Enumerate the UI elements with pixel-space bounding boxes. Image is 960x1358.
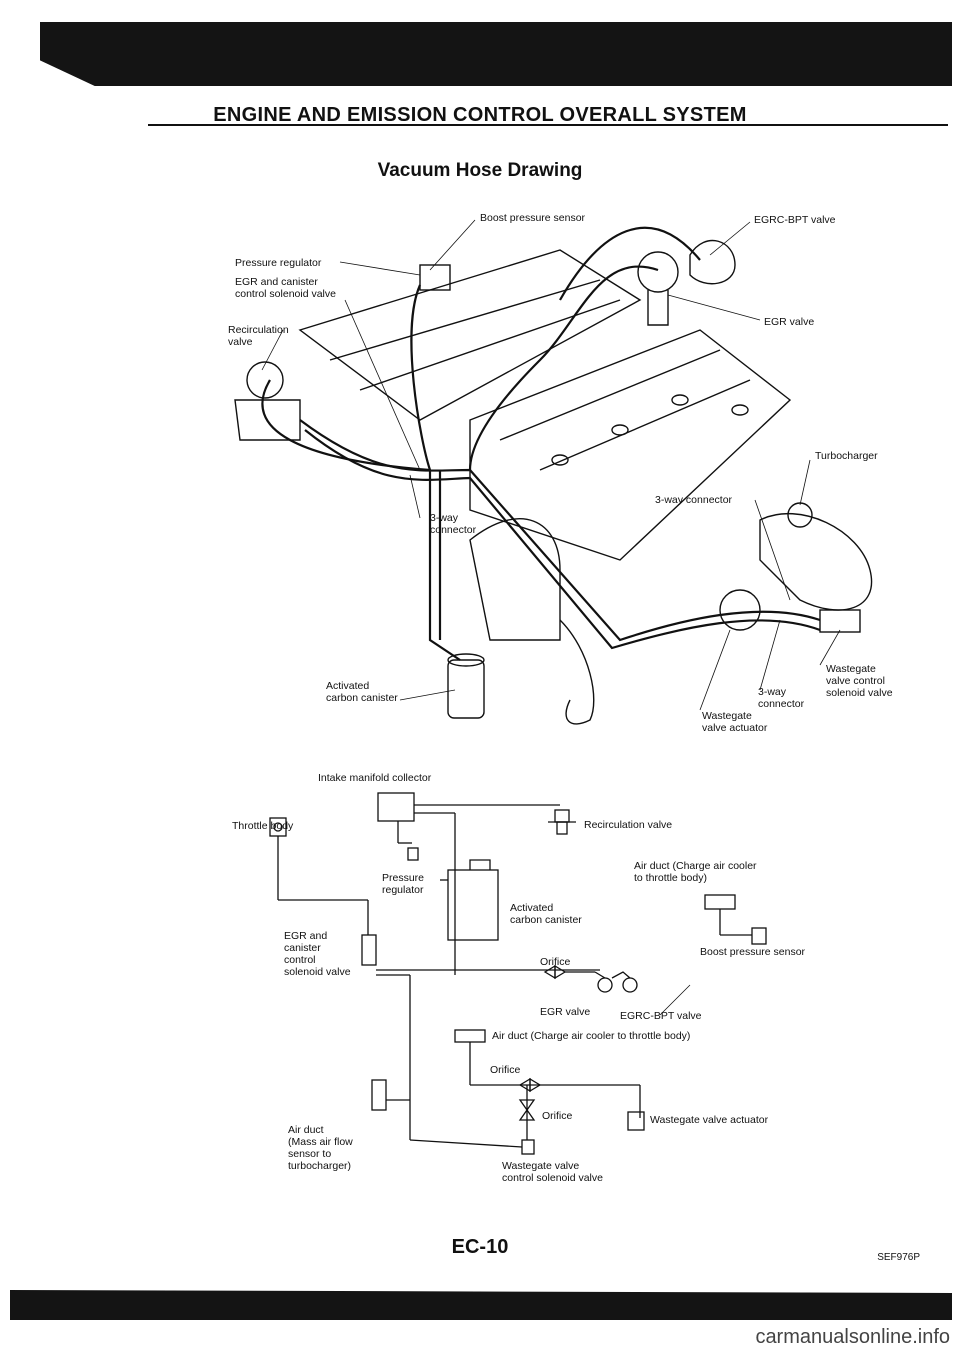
label-sch-recirculation-valve: Recirculation valve xyxy=(584,819,673,831)
label-sch-wastegate-solenoid: Wastegate valve control solenoid valve xyxy=(502,1160,603,1184)
label-intake-manifold-collector: Intake manifold collector xyxy=(318,772,432,784)
label-egr-canister-solenoid: EGR and canister control solenoid valve xyxy=(235,276,336,300)
label-3way-connector-center: 3-way connector xyxy=(430,512,477,536)
label-air-duct-charge-top: Air duct (Charge air cooler to throttle … xyxy=(634,860,757,884)
label-sch-egr-canister-solenoid: EGR and canister control solenoid valve xyxy=(284,930,351,978)
label-sch-boost-pressure-sensor: Boost pressure sensor xyxy=(700,946,806,958)
section-title: ENGINE AND EMISSION CONTROL OVERALL SYST… xyxy=(213,104,747,126)
label-activated-carbon-canister: Activated carbon canister xyxy=(326,680,398,704)
page-number: EC-10 xyxy=(451,1236,509,1258)
header-bar xyxy=(40,22,952,86)
label-air-duct-charge-mid: Air duct (Charge air cooler to throttle … xyxy=(492,1030,691,1042)
watermark: carmanualsonline.info xyxy=(755,1326,950,1348)
title-rule xyxy=(148,124,948,126)
label-boost-pressure-sensor: Boost pressure sensor xyxy=(480,212,586,224)
label-air-duct-mass: Air duct (Mass air flow sensor to turboc… xyxy=(288,1124,353,1172)
drawing-title: Vacuum Hose Drawing xyxy=(377,160,583,181)
label-orifice-2: Orifice xyxy=(490,1064,521,1076)
label-orifice-1: Orifice xyxy=(540,956,571,968)
label-sch-egr-valve: EGR valve xyxy=(540,1006,591,1018)
label-sch-activated-carbon-canister: Activated carbon canister xyxy=(510,902,582,926)
label-orifice-3: Orifice xyxy=(542,1110,573,1122)
label-wastegate-actuator: Wastegate valve actuator xyxy=(702,710,768,734)
label-turbocharger: Turbocharger xyxy=(815,450,878,462)
label-egrc-bpt-valve: EGRC-BPT valve xyxy=(754,214,836,226)
label-3way-connector-lower: 3-way connector xyxy=(758,686,805,710)
label-wastegate-control-solenoid: Wastegate valve control solenoid valve xyxy=(826,663,893,699)
label-throttle-body: Throttle body xyxy=(232,820,294,832)
label-sch-wastegate-actuator: Wastegate valve actuator xyxy=(650,1114,769,1126)
label-recirculation-valve: Recirculation valve xyxy=(228,324,289,348)
label-sch-egrc-bpt-valve: EGRC-BPT valve xyxy=(620,1010,702,1022)
label-sch-pressure-regulator: Pressure regulator xyxy=(382,872,425,896)
label-egr-valve: EGR valve xyxy=(764,316,815,328)
label-3way-connector-right: 3-way connector xyxy=(655,494,733,506)
footer-bar xyxy=(10,1290,952,1320)
figure-code: SEF976P xyxy=(877,1252,920,1263)
label-pressure-regulator: Pressure regulator xyxy=(235,257,322,269)
